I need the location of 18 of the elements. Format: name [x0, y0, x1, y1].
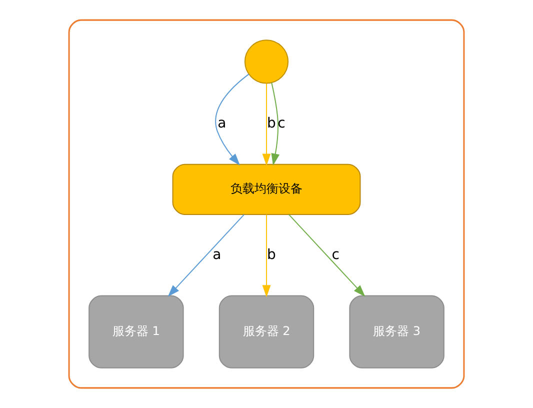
- arrow: [262, 214, 271, 298]
- edge-label: b: [267, 246, 276, 263]
- arrow: [215, 74, 250, 166]
- arrow: [271, 82, 280, 166]
- arrow: [168, 214, 245, 297]
- cluster: [68, 19, 465, 389]
- edge-label: c: [278, 116, 286, 132]
- node-box: 服务器 2: [218, 295, 314, 368]
- node-box: 负载均衡设备: [172, 164, 361, 216]
- node-circle: [244, 40, 289, 84]
- node-box: 服务器 3: [349, 295, 444, 368]
- edge-label: b: [267, 116, 276, 132]
- node-box: 服务器 1: [88, 295, 184, 368]
- arrow: [262, 82, 271, 166]
- edge-label: a: [212, 246, 222, 263]
- arrow: [288, 214, 366, 297]
- edge-label: a: [218, 116, 226, 132]
- edge-label: c: [332, 246, 340, 263]
